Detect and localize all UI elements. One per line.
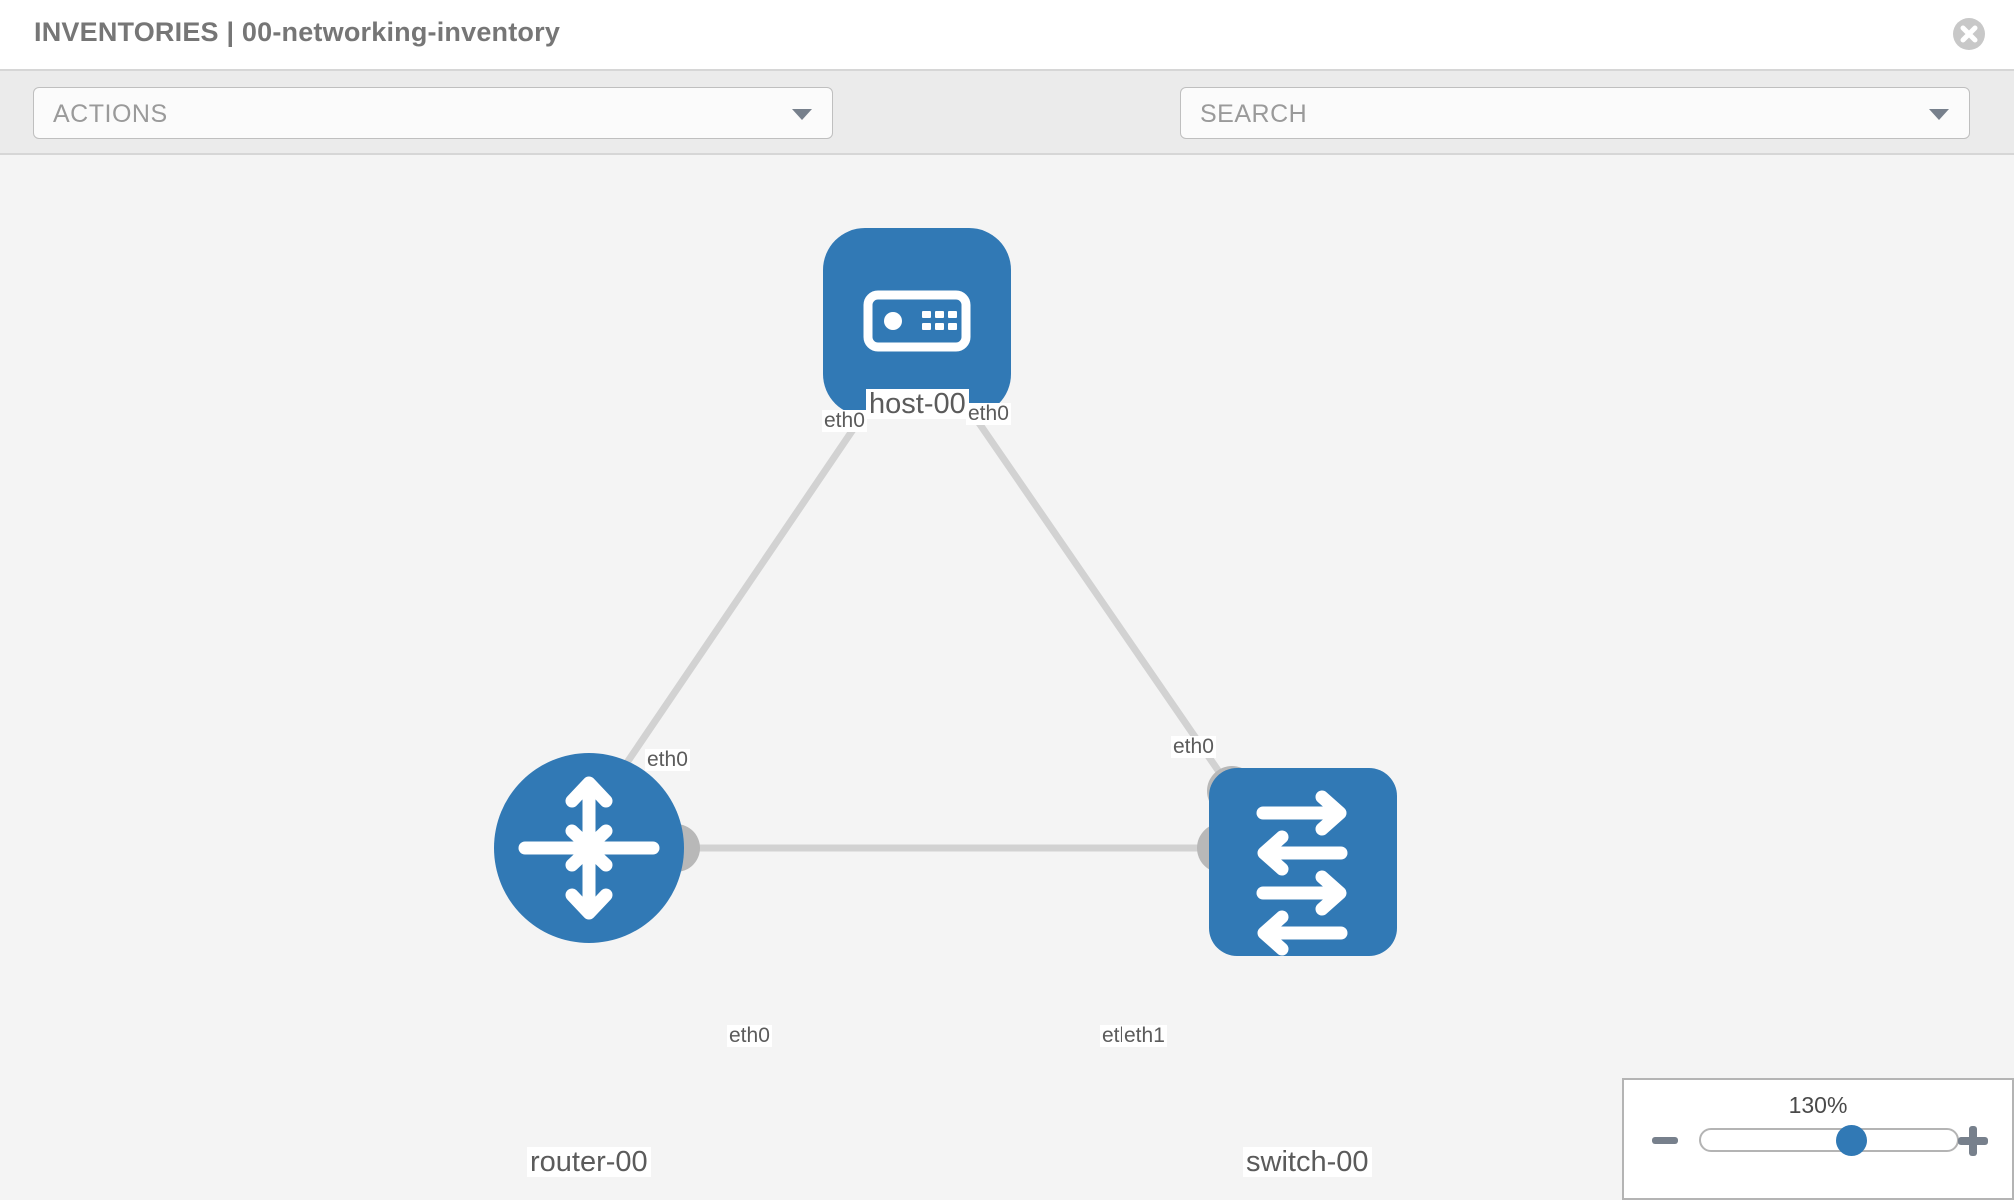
- node-router-00[interactable]: [494, 753, 684, 943]
- chevron-down-icon: [792, 109, 812, 120]
- topology-graph: [494, 228, 1397, 956]
- link-host-switch: [944, 374, 1239, 799]
- zoom-slider-thumb[interactable]: [1836, 1125, 1868, 1156]
- node-label-router-00: router-00: [527, 1147, 651, 1177]
- router-arrows-icon: [518, 776, 660, 920]
- zoom-level-value: 130%: [1788, 1092, 1848, 1118]
- node-switch-00[interactable]: [1209, 768, 1397, 956]
- node-host-00[interactable]: [823, 228, 1011, 416]
- zoom-control-panel: 130%: [1622, 1078, 2014, 1200]
- link-host-router: [601, 374, 892, 799]
- iface-label-router-up: eth0: [645, 748, 690, 772]
- toolbar: ACTIONS SEARCH: [0, 69, 2014, 193]
- page-title: INVENTORIES | 00-networking-inventory: [34, 17, 561, 47]
- actions-dropdown[interactable]: ACTIONS: [33, 87, 833, 139]
- search-placeholder: SEARCH: [1200, 100, 1308, 128]
- iface-label-router-right: eth0: [727, 1024, 772, 1048]
- zoom-slider-track[interactable]: [1699, 1128, 1959, 1152]
- node-label-host-00: host-00: [866, 389, 969, 419]
- iface-label-host-right: eth0: [966, 402, 1011, 426]
- minus-icon[interactable]: [1652, 1137, 1678, 1144]
- chevron-down-icon: [1929, 109, 1949, 120]
- iface-label-switch-left-b: eth1: [1122, 1024, 1167, 1048]
- topology-canvas[interactable]: eth0 host-00 eth0 eth0 eth0 eth0 eth eth…: [0, 155, 2014, 1200]
- iface-label-host-left: eth0: [822, 409, 867, 433]
- iface-label-switch-up: eth0: [1171, 735, 1216, 759]
- server-icon: [922, 311, 957, 330]
- search-input[interactable]: SEARCH: [1180, 87, 1970, 139]
- node-label-switch-00: switch-00: [1243, 1147, 1372, 1177]
- actions-dropdown-label: ACTIONS: [53, 100, 168, 128]
- plus-icon[interactable]: [1958, 1126, 1988, 1156]
- page-header: INVENTORIES | 00-networking-inventory: [0, 0, 2014, 69]
- close-icon[interactable]: [1953, 18, 1985, 50]
- switch-arrows-icon: [1256, 790, 1348, 956]
